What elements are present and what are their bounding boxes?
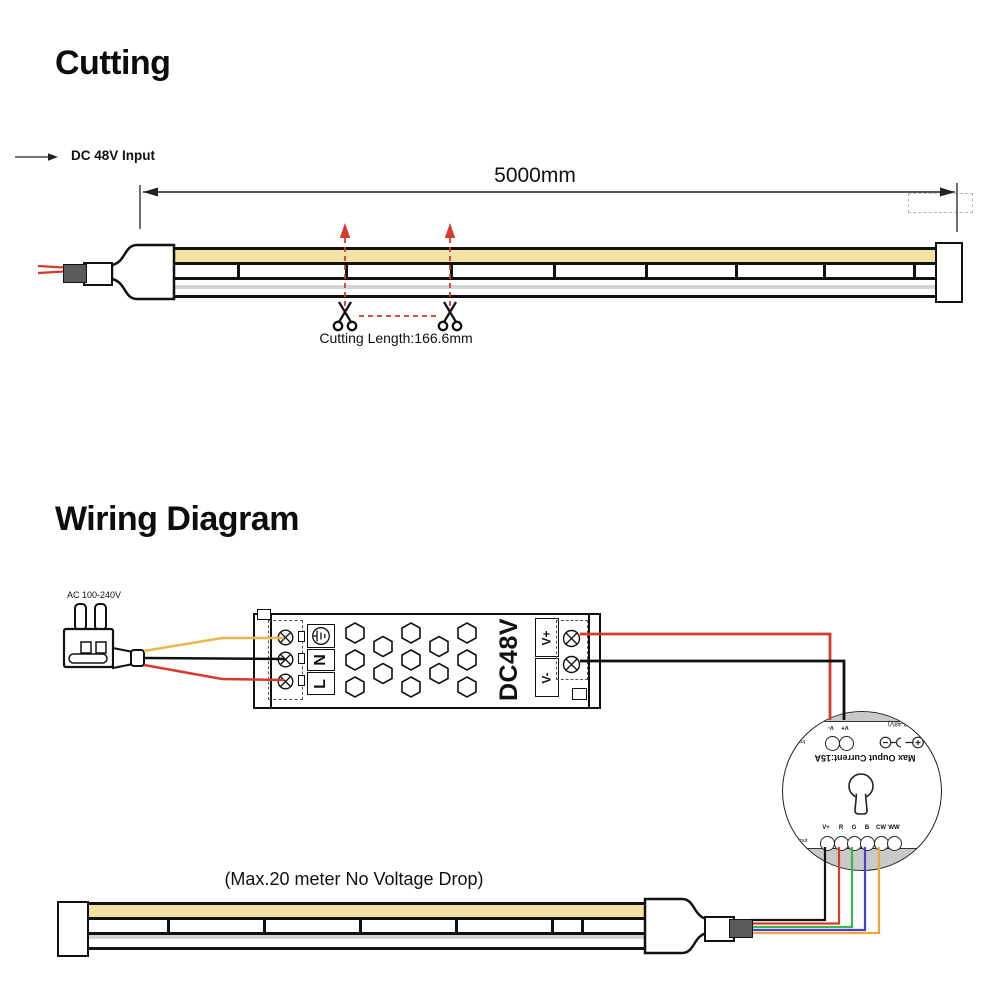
channel-label-g: G — [851, 825, 857, 831]
strip-end-cap — [57, 901, 89, 957]
dc-vplus-wire — [580, 632, 832, 720]
strip-end-connector — [110, 243, 176, 301]
psu-model-label: DC48V — [495, 617, 524, 701]
dc-input-label: DC 48V Input — [71, 148, 156, 163]
cut-mark-divider — [167, 920, 170, 932]
strip-border — [173, 247, 936, 250]
controller-input-terminal — [838, 735, 854, 751]
cut-mark-divider — [263, 920, 266, 932]
cutting-section-title: Cutting — [55, 44, 171, 82]
psu-terminal-label-l: L — [307, 672, 335, 695]
psu-vent-holes — [345, 622, 477, 698]
strip-line — [173, 277, 936, 280]
terminal-slot — [298, 631, 305, 642]
controller-vminus-label: V- — [828, 724, 834, 730]
led-strip-top — [173, 247, 936, 298]
strip-led-channel — [85, 905, 645, 917]
screw-terminal-icon — [277, 629, 294, 646]
terminal-slot — [298, 675, 305, 686]
keyhole-mount-icon — [848, 773, 874, 815]
dc-polarity-icon — [879, 736, 924, 749]
screw-terminal-icon — [562, 655, 581, 674]
earth-ground-icon — [312, 627, 330, 645]
cut-mark-divider — [551, 920, 554, 932]
screw-terminal-icon — [277, 673, 294, 690]
cut-mark-divider — [455, 920, 458, 932]
controller-input-terminal — [824, 735, 840, 751]
strip-border — [85, 947, 645, 950]
connector-plug — [729, 919, 753, 938]
scissors-icon — [332, 301, 358, 332]
channel-label-r: R — [838, 825, 844, 831]
strip-gray-line — [85, 935, 645, 939]
strip-gray-line — [173, 285, 936, 289]
connector-plug — [63, 264, 87, 283]
channel-label-ww: WW — [888, 825, 900, 831]
controller-input-label: Input — [793, 738, 806, 744]
led-controller: Input V- V+ DC:(12-48V) Max Ouput Curren… — [782, 711, 942, 871]
strip-line — [173, 262, 936, 265]
strip-line — [173, 280, 936, 285]
strip-line — [173, 289, 936, 295]
dashed-reference-box — [908, 193, 973, 213]
screw-terminal-icon — [277, 651, 294, 668]
cut-length-label: Cutting Length:166.6mm — [319, 330, 473, 346]
terminal-slot — [298, 653, 305, 664]
strip-line — [85, 932, 645, 935]
controller-dc-rating-label: DC:(12-48V) — [887, 720, 925, 727]
strip-segment-band — [85, 920, 645, 932]
ac-input-label: AC 100-240V — [67, 590, 122, 600]
wiring-section-title: Wiring Diagram — [55, 500, 299, 538]
psu-end-plate-line — [270, 615, 273, 707]
psu-mounting-notch — [572, 688, 587, 700]
dimension-line — [139, 183, 958, 232]
led-strip-bottom — [85, 902, 645, 950]
strip-border — [85, 902, 645, 905]
psu-terminal-label-n: N — [307, 649, 335, 671]
strip-end-connector — [643, 897, 709, 955]
cut-mark-divider — [553, 265, 556, 277]
strip-border — [173, 295, 936, 298]
cut-mark-divider — [450, 265, 453, 277]
psu-terminal-label-vplus: V+ — [535, 618, 559, 657]
connector-ferrule — [83, 262, 113, 286]
controller-output-terminal — [886, 835, 902, 851]
controller-max-current-label: Max Ouput Current:15A — [814, 753, 916, 763]
max-length-note: (Max.20 meter No Voltage Drop) — [224, 869, 484, 889]
ac-plug-icon — [62, 603, 145, 670]
controller-input-band — [783, 712, 941, 722]
strip-line — [85, 939, 645, 947]
cut-mark-divider — [359, 920, 362, 932]
controller-vplus-label: V+ — [841, 724, 849, 730]
scissors-icon — [437, 301, 463, 332]
strip-input-wires — [37, 264, 65, 275]
cut-mark-divider — [735, 265, 738, 277]
channel-label-vplus: V+ — [822, 825, 830, 831]
strip-segment-band — [173, 265, 936, 277]
psu-terminal-label-vminus: V- — [535, 658, 559, 697]
strip-line — [85, 917, 645, 920]
cut-mark-divider — [823, 265, 826, 277]
strip-end-cap — [935, 242, 963, 303]
cut-mark-divider — [581, 920, 584, 932]
controller-output-label: Output — [791, 838, 808, 844]
strip-length-dimension-label: 5000mm — [494, 164, 576, 187]
cut-mark-divider — [237, 265, 240, 277]
channel-label-cw: CW — [876, 825, 886, 831]
cut-mark-divider — [913, 265, 916, 277]
cut-mark-divider — [345, 265, 348, 277]
psu-end-plate-line — [588, 615, 591, 707]
controller-output-terminal — [859, 835, 875, 851]
cut-mark-divider — [645, 265, 648, 277]
psu-ground-label-box — [307, 624, 335, 648]
controller-output-terminal — [819, 835, 835, 851]
psu-mounting-notch — [257, 609, 271, 620]
controller-output-band — [783, 848, 941, 870]
strip-led-channel — [173, 250, 936, 262]
screw-terminal-icon — [562, 629, 581, 648]
channel-label-b: B — [864, 825, 870, 831]
arrow-icon — [15, 153, 58, 161]
